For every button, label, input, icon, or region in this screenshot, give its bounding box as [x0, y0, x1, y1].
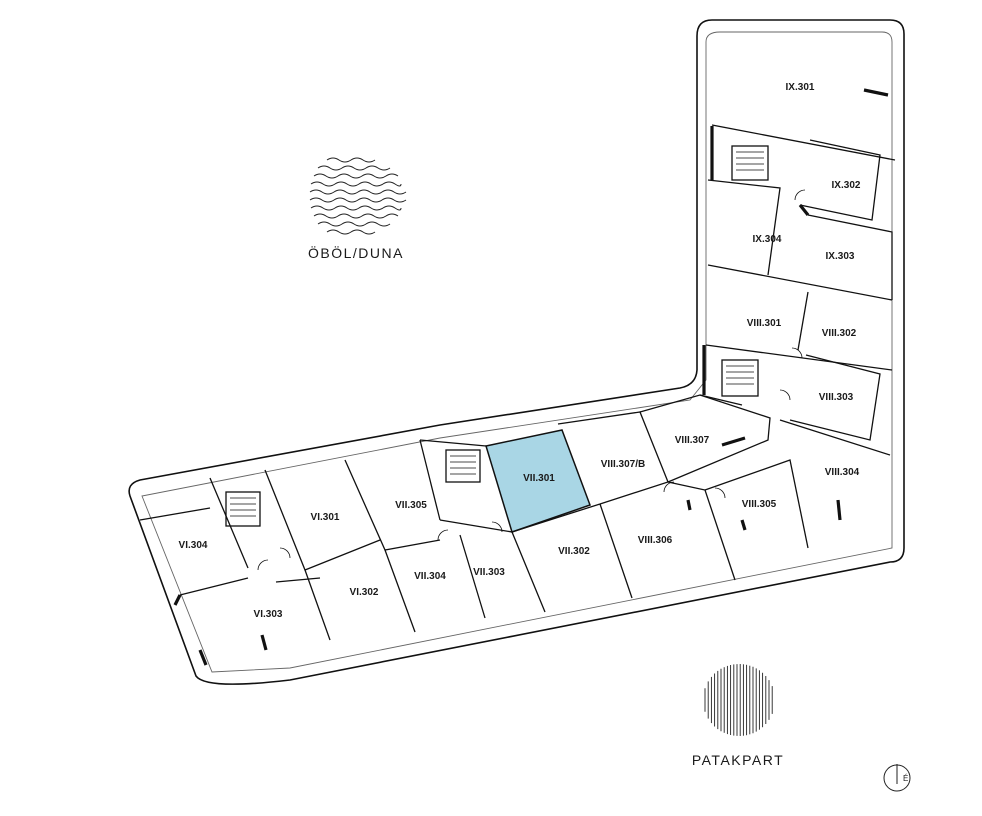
unit-label-viii305[interactable]: VIII.305	[742, 499, 777, 510]
unit-label-vii304[interactable]: VII.304	[414, 571, 446, 582]
unit-label-viii302[interactable]: VIII.302	[822, 328, 857, 339]
unit-label-vii305[interactable]: VII.305	[395, 500, 427, 511]
unit-label-vii302[interactable]: VII.302	[558, 546, 590, 557]
unit-label-viii303[interactable]: VIII.303	[819, 392, 854, 403]
unit-label-vii303[interactable]: VII.303	[473, 567, 505, 578]
unit-label-vi301[interactable]: VI.301	[311, 512, 340, 523]
stair-core-viii	[721, 359, 759, 397]
stair-core-ix	[731, 145, 769, 181]
interior-walls	[139, 88, 896, 666]
stair-core-vi	[225, 491, 261, 527]
unit-label-viii307b[interactable]: VIII.307/B	[601, 459, 645, 470]
unit-labels: IX.301 IX.302 IX.303 IX.304 VIII.301 VII…	[179, 82, 861, 620]
unit-label-vi304[interactable]: VI.304	[179, 540, 208, 551]
door-swings	[257, 189, 806, 571]
unit-label-vi302[interactable]: VI.302	[350, 587, 379, 598]
park-label: PATAKPART	[692, 752, 784, 768]
park-icon	[704, 664, 773, 736]
unit-label-ix303[interactable]: IX.303	[826, 251, 855, 262]
wave-icon	[309, 157, 407, 235]
unit-label-vii301[interactable]: VII.301	[523, 473, 555, 484]
unit-label-ix301[interactable]: IX.301	[786, 82, 815, 93]
stair-core-vii	[445, 449, 481, 483]
compass-letter: É	[903, 774, 908, 783]
building-outline	[128, 19, 905, 685]
unit-label-viii306[interactable]: VIII.306	[638, 535, 673, 546]
compass-icon: É	[883, 764, 911, 792]
unit-label-viii301[interactable]: VIII.301	[747, 318, 782, 329]
unit-vii301-area[interactable]	[485, 429, 591, 533]
unit-label-ix304[interactable]: IX.304	[753, 234, 782, 245]
unit-label-ix302[interactable]: IX.302	[832, 180, 861, 191]
unit-label-vi303[interactable]: VI.303	[254, 609, 283, 620]
unit-label-viii304[interactable]: VIII.304	[825, 467, 860, 478]
unit-label-viii307[interactable]: VIII.307	[675, 435, 710, 446]
water-label: ÖBÖL/DUNA	[308, 244, 404, 261]
